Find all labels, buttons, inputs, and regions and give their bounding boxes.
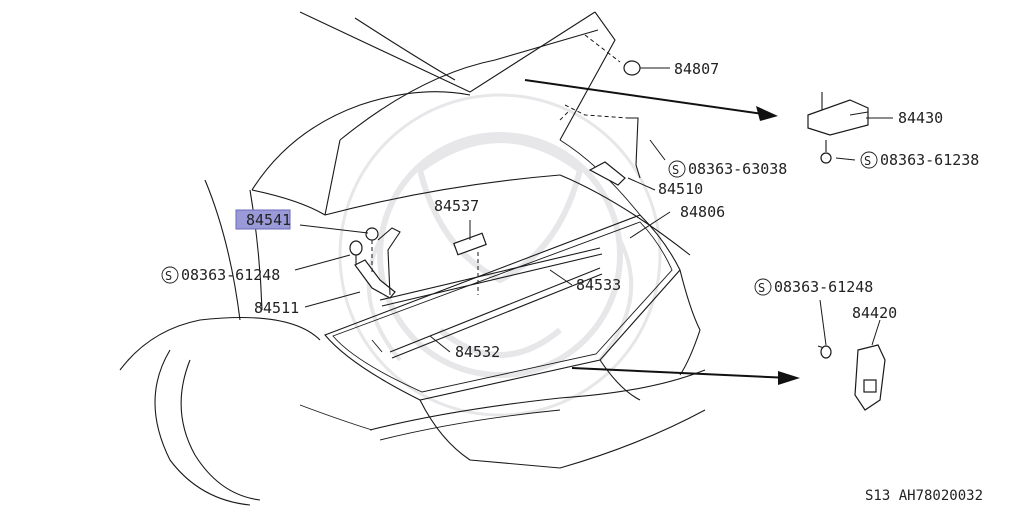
bolt-label-61248-right: S 08363-61248 [754,278,873,296]
label-84537: 84537 [434,197,479,215]
s-symbol: S [758,281,765,295]
bolt-left-part [349,227,379,265]
arrow-to-lock [524,79,778,121]
bolt-61238-part [820,140,832,164]
label-84533: 84533 [576,276,621,294]
hinge-84510 [588,117,641,186]
label-84510: 84510 [658,180,703,198]
label-08363-61248-right: 08363-61248 [774,278,873,296]
label-84807: 84807 [674,60,719,78]
s-symbol: S [672,163,679,177]
torsion-bar-84533 [379,247,603,307]
s-symbol: S [864,154,871,168]
label-84420: 84420 [852,304,897,322]
grommet-84807 [623,60,641,76]
label-84541: 84541 [246,211,291,229]
s-symbol: S [165,269,172,283]
lock-84430 [807,92,869,136]
bolt-label-61248-left: S 08363-61248 [161,266,280,284]
label-84532: 84532 [455,343,500,361]
label-08363-63038: 08363-63038 [688,160,787,178]
label-84430: 84430 [898,109,943,127]
bolt-label-63038: S 08363-63038 [668,160,787,178]
label-84511: 84511 [254,299,299,317]
label-08363-61238: 08363-61238 [880,151,979,169]
hinge-84511 [354,227,401,299]
torsion-bar-84532 [371,267,603,359]
diagram-code: S13 AH78020032 [865,488,983,504]
stay-84537 [453,232,487,256]
car-body [119,11,706,506]
label-08363-61248-left: 08363-61248 [181,266,280,284]
bolt-label-61238: S 08363-61238 [860,151,979,169]
striker-84420 [817,344,886,411]
highlight-box [235,209,291,230]
label-84806: 84806 [680,203,725,221]
arrow-to-striker [571,367,800,385]
